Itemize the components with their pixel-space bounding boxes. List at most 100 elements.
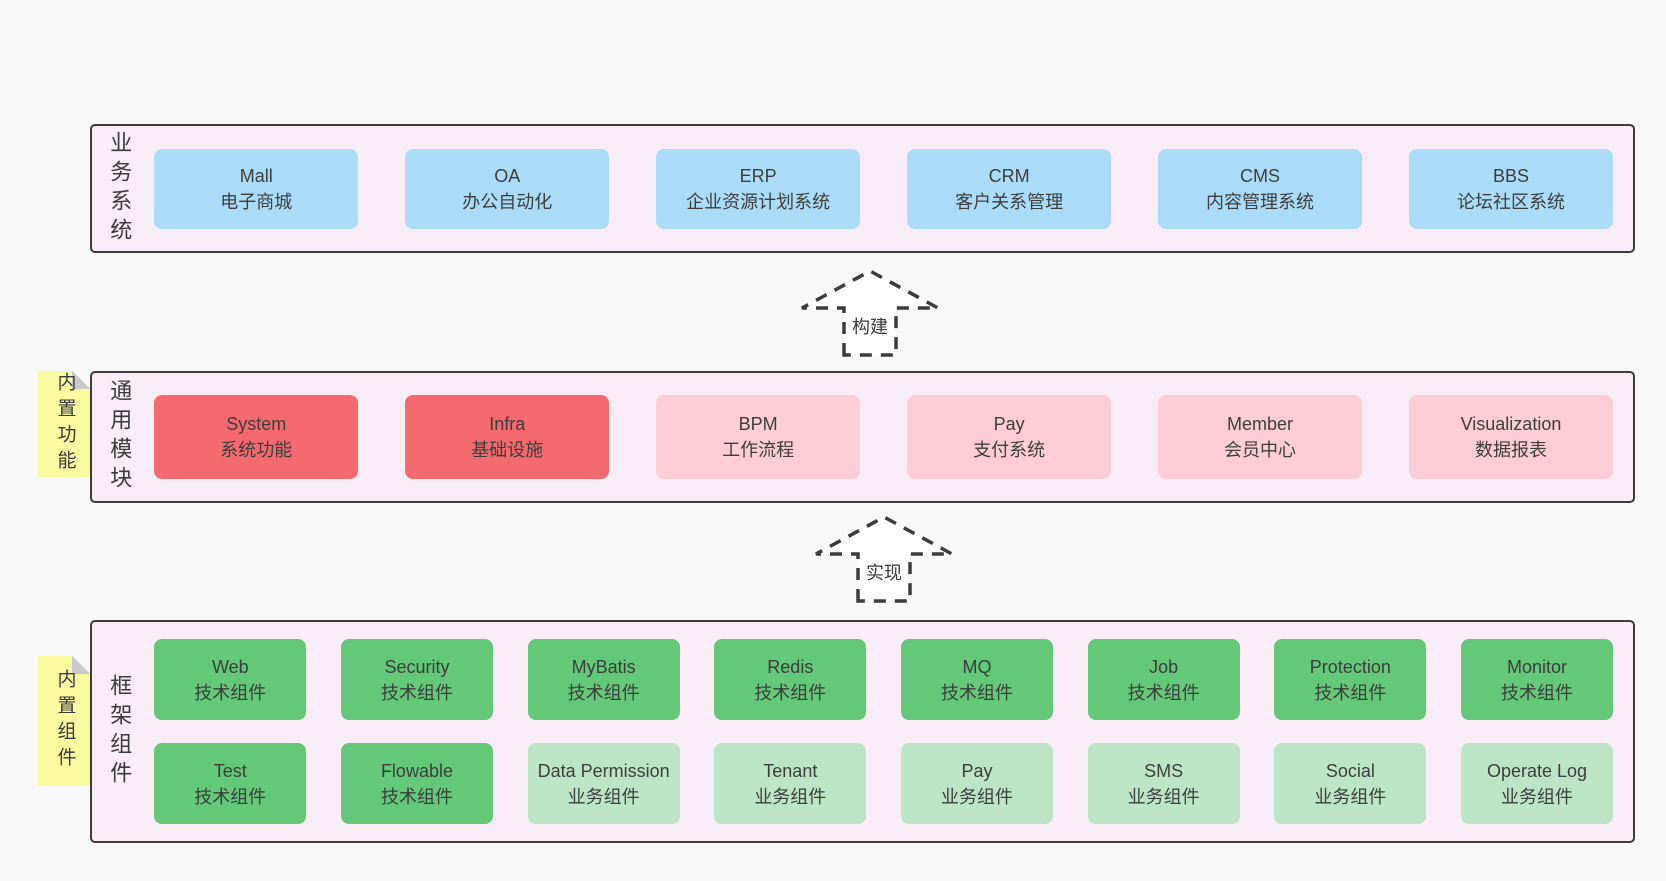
box-sms: SMS 业务组件 [1087, 743, 1240, 824]
box-subtitle: 企业资源计划系统 [686, 191, 831, 212]
arrow-implement: 实现 [814, 514, 954, 604]
box-title: CMS [1240, 165, 1281, 186]
box-security: Security 技术组件 [340, 639, 493, 720]
box-title: ERP [739, 165, 777, 186]
box-operate-log: Operate Log 业务组件 [1461, 743, 1613, 824]
box-subtitle: 技术组件 [1314, 682, 1387, 703]
box-title: Social [1325, 760, 1375, 781]
layer-framework-components: 框架组件 Web 技术组件 Security 技术组件 MyBatis 技术组件… [90, 620, 1635, 843]
box-title: Flowable [380, 760, 453, 781]
box-visualization: Visualization 数据报表 [1408, 395, 1613, 479]
box-subtitle: 业务组件 [940, 786, 1013, 807]
sticky-note-builtin-components: 内置组件 [38, 656, 90, 786]
box-title: Mall [239, 165, 273, 186]
box-mq: MQ 技术组件 [900, 639, 1053, 720]
box-subtitle: 技术组件 [380, 682, 453, 703]
box-title: Security [384, 656, 450, 677]
box-data-permission: Data Permission 业务组件 [527, 743, 680, 824]
box-subtitle: 技术组件 [1127, 682, 1200, 703]
box-title: Redis [767, 656, 814, 677]
box-pay-module: Pay 支付系统 [907, 395, 1112, 479]
box-title: Infra [489, 414, 526, 434]
box-subtitle: 业务组件 [754, 786, 827, 807]
note-fold-corner-icon [72, 656, 90, 674]
box-subtitle: 论坛社区系统 [1456, 191, 1565, 212]
box-test: Test 技术组件 [154, 743, 307, 824]
sticky-note-paper [38, 656, 90, 786]
box-web: Web 技术组件 [154, 639, 307, 720]
box-oa: OA 办公自动化 [405, 148, 610, 229]
box-subtitle: 工作流程 [722, 440, 795, 460]
box-subtitle: 系统功能 [220, 440, 293, 460]
box-subtitle: 技术组件 [194, 786, 267, 807]
box-subtitle: 客户关系管理 [955, 191, 1064, 212]
box-title: CRM [988, 165, 1030, 186]
box-flowable: Flowable 技术组件 [340, 743, 493, 824]
box-subtitle: 技术组件 [754, 682, 827, 703]
layer-label-business-systems: 业务系统 [107, 130, 133, 247]
box-job: Job 技术组件 [1087, 639, 1240, 720]
box-subtitle: 技术组件 [380, 786, 453, 807]
layer-common-modules: 通用模块 System 系统功能 Infra 基础设施 BPM 工作流程 Pay… [90, 371, 1635, 503]
box-tenant: Tenant 业务组件 [714, 743, 867, 824]
business-systems-row: Mall 电子商城 OA 办公自动化 ERP 企业资源计划系统 CRM 客户关系… [154, 148, 1613, 229]
box-redis: Redis 技术组件 [714, 639, 867, 720]
box-title: Web [211, 656, 249, 677]
box-monitor: Monitor 技术组件 [1461, 639, 1613, 720]
box-subtitle: 基础设施 [471, 440, 544, 460]
box-title: Tenant [763, 760, 818, 781]
box-title: Operate Log [1486, 760, 1588, 781]
box-erp: ERP 企业资源计划系统 [656, 148, 861, 229]
arrow-build: 构建 [800, 268, 940, 358]
box-subtitle: 技术组件 [1501, 682, 1573, 703]
box-protection: Protection 技术组件 [1274, 639, 1427, 720]
box-member: Member 会员中心 [1158, 395, 1363, 479]
sticky-note-text: 内置功能 [54, 372, 76, 476]
box-title: BBS [1492, 165, 1529, 186]
box-title: Job [1149, 656, 1179, 677]
box-title: Member [1227, 414, 1294, 434]
box-title: OA [494, 165, 521, 186]
box-subtitle: 办公自动化 [462, 191, 553, 212]
box-social: Social 业务组件 [1274, 743, 1427, 824]
framework-components-grid: Web 技术组件 Security 技术组件 MyBatis 技术组件 Redi… [154, 639, 1613, 824]
up-arrow-icon [801, 269, 939, 357]
box-pay-component: Pay 业务组件 [900, 743, 1053, 824]
box-title: SMS [1144, 760, 1184, 781]
arrow-label: 构建 [850, 317, 890, 337]
box-infra: Infra 基础设施 [405, 395, 610, 479]
box-crm: CRM 客户关系管理 [907, 148, 1112, 229]
box-subtitle: 业务组件 [567, 786, 640, 807]
box-subtitle: 数据报表 [1474, 440, 1547, 460]
box-title: Protection [1309, 656, 1391, 677]
box-mybatis: MyBatis 技术组件 [527, 639, 680, 720]
box-subtitle: 支付系统 [973, 440, 1046, 460]
box-bpm: BPM 工作流程 [656, 395, 861, 479]
box-title: BPM [738, 414, 778, 434]
box-title: Pay [961, 760, 993, 781]
sticky-note-builtin-features: 内置功能 [38, 371, 90, 477]
box-mall: Mall 电子商城 [154, 148, 359, 229]
box-subtitle: 电子商城 [220, 191, 293, 212]
box-title: MQ [962, 656, 992, 677]
box-title: Test [213, 760, 247, 781]
box-subtitle: 技术组件 [567, 682, 640, 703]
arrow-label: 实现 [864, 563, 904, 583]
common-modules-row: System 系统功能 Infra 基础设施 BPM 工作流程 Pay 支付系统… [154, 395, 1613, 479]
box-title: System [226, 414, 287, 434]
box-title: Monitor [1506, 656, 1568, 677]
box-title: Data Permission [537, 760, 670, 781]
sticky-note-text: 内置组件 [54, 669, 76, 773]
box-subtitle: 业务组件 [1501, 786, 1573, 807]
box-subtitle: 会员中心 [1224, 440, 1297, 460]
box-title: Pay [993, 414, 1025, 434]
layer-label-framework-components: 框架组件 [107, 673, 133, 790]
box-cms: CMS 内容管理系统 [1158, 148, 1363, 229]
box-title: Visualization [1460, 414, 1562, 434]
box-subtitle: 业务组件 [1314, 786, 1387, 807]
box-subtitle: 内容管理系统 [1206, 191, 1315, 212]
box-bbs: BBS 论坛社区系统 [1408, 148, 1613, 229]
box-subtitle: 技术组件 [194, 682, 267, 703]
box-subtitle: 业务组件 [1127, 786, 1200, 807]
box-subtitle: 技术组件 [940, 682, 1013, 703]
